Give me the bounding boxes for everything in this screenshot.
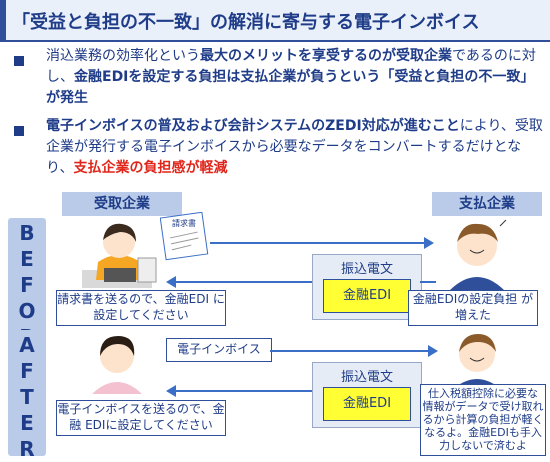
before-letter: B [19, 221, 35, 245]
before-letter: E [20, 247, 34, 271]
before-invoice-arrowhead [424, 237, 434, 249]
slide-title-bar: 「受益と負担の不一致」の解消に寄与する電子インボイス [0, 0, 550, 42]
bullet-1-seg2: 最大のメリットを享受するのが受取企業 [200, 48, 452, 64]
bullet-2-seg3: 支払企業の負担感が軽減 [73, 160, 228, 176]
before-letter: F [20, 273, 34, 297]
after-einvoice-arrowhead [428, 345, 438, 357]
bullet-text-2: 電子インボイスの普及および会計システムのZEDI対応が進むことにより、受取企業が… [46, 116, 546, 179]
before-transfer-message: 振込電文 金融EDI [312, 254, 422, 320]
after-transfer-arrowhead [166, 385, 176, 397]
before-transfer-edi: 金融EDI [323, 279, 411, 313]
after-transfer-edi: 金融EDI [323, 387, 411, 421]
after-side-label: A F T E R [8, 330, 46, 461]
before-receiver-note: 請求書を送るので、金融EDI に設定してください [56, 290, 226, 326]
bullet-2-seg2: により、受取企業が発行する電子インボイスから必要なデータをコンバートするだけとな… [46, 118, 543, 176]
after-letter: A [19, 333, 35, 357]
receiver-person-before-icon [82, 223, 157, 288]
bullet-marker-2 [14, 126, 24, 136]
after-receiver-note: 電子インボイスを送るので、金融 EDIに設定してください [56, 400, 226, 436]
bullet-1-seg5: 「受益と負担の不一致」が発生 [46, 69, 535, 106]
before-transfer-arrow-tail [420, 281, 436, 283]
bullet-1-seg1: 消込業務の効率化という [46, 48, 200, 64]
after-letter: T [20, 385, 34, 409]
after-payer-note: 仕入税額控除に必要な 情報がデータで受け取れ るから計算の負担が軽く なるよ。金… [420, 384, 546, 456]
bullet-text-1: 消込業務の効率化という最大のメリットを享受するのが受取企業であるのに対し、金融E… [46, 46, 546, 109]
receiver-header: 受取企業 [62, 192, 182, 216]
bullet-marker-1 [14, 56, 24, 66]
before-transfer-arrowhead [166, 276, 176, 288]
after-letter: R [19, 437, 35, 461]
after-letter: E [20, 411, 34, 435]
invoice-doc-label: 請求書 [172, 219, 196, 228]
before-invoice-arrow [210, 242, 424, 244]
after-letter: F [20, 359, 34, 383]
payer-person-after-icon [452, 334, 502, 390]
after-einvoice-label: 電子インボイス [166, 338, 272, 362]
before-transfer-title: 振込電文 [340, 262, 393, 277]
receiver-person-after-icon [92, 336, 142, 394]
before-payer-note: 金融EDIの設定負担 が増えた [408, 290, 538, 326]
before-transfer-arrow [176, 281, 312, 283]
bullet-1-seg3: であるのに対し、 [46, 48, 536, 85]
before-letter: O [18, 299, 36, 323]
after-transfer-title: 振込電文 [340, 370, 393, 385]
invoice-document-icon [160, 212, 209, 261]
payer-person-before-icon [450, 219, 507, 290]
bullet-1-seg4: 金融EDIを設定する負担は支払企業が負うという [74, 69, 381, 85]
slide-title: 「受益と負担の不一致」の解消に寄与する電子インボイス [12, 12, 480, 33]
bullet-2-seg1: 電子インボイスの普及および会計システムのZEDI対応が進むこと [46, 118, 460, 134]
after-transfer-arrow [176, 390, 312, 392]
after-transfer-message: 振込電文 金融EDI [312, 362, 422, 428]
after-einvoice-arrow [270, 350, 428, 352]
title-accent [0, 0, 6, 40]
payer-header: 支払企業 [432, 192, 542, 216]
